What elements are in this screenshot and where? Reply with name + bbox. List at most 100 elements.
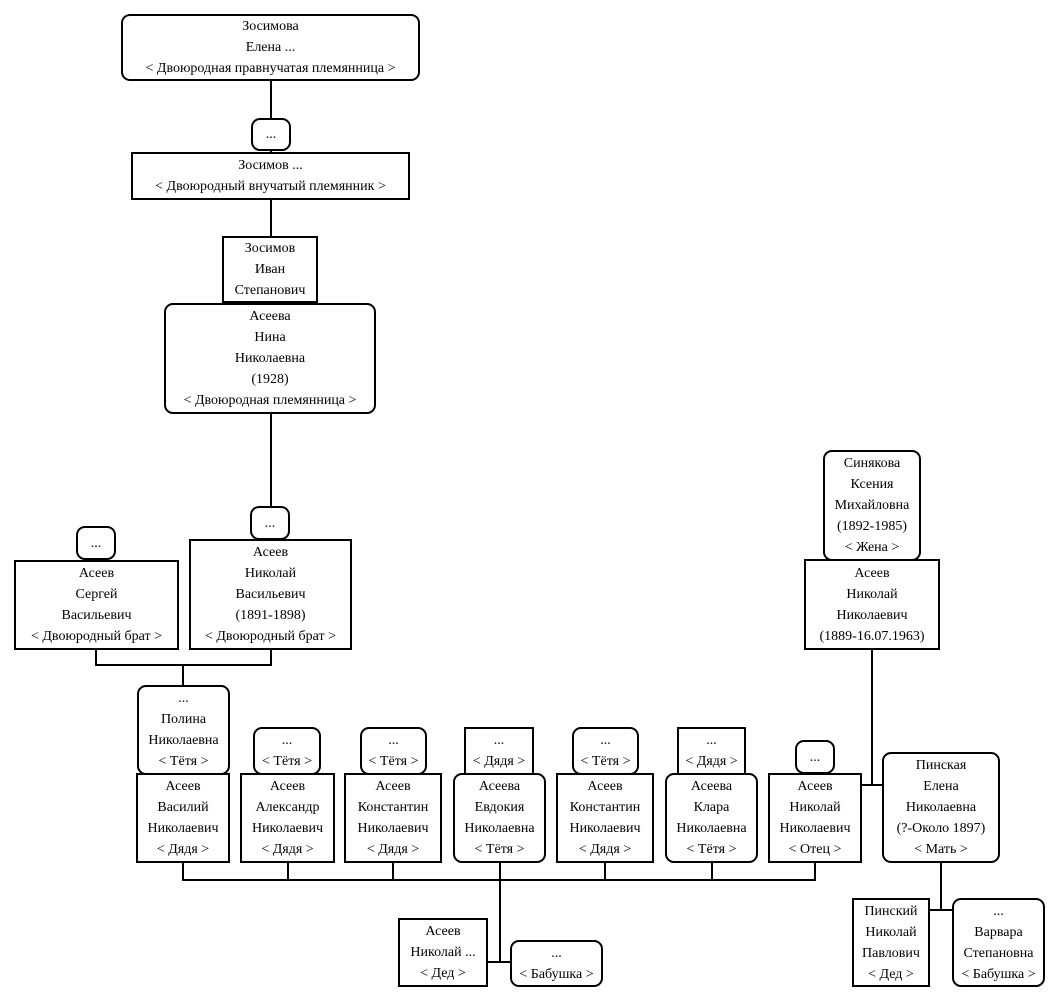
given-name: Константин	[357, 800, 429, 815]
patronymic: Николаевич	[357, 821, 429, 836]
person-spouse-klara: ... < Дядя >	[677, 727, 746, 775]
relation-label: < Двоюродная правнучатая племянница >	[145, 61, 396, 76]
life-years: (1892-1985)	[837, 519, 907, 534]
person-aseev-ded: Асеев Николай ... < Дед >	[398, 918, 488, 987]
relation-label: < Тётя >	[686, 842, 737, 857]
person-babushka-aseeva: ... < Бабушка >	[510, 940, 603, 987]
person-pinskaya-elena: Пинская Елена Николаевна (?-Около 1897) …	[882, 752, 1000, 863]
life-years: (1928)	[251, 372, 289, 387]
relation-label: < Мать >	[914, 842, 968, 857]
surname: Асеев	[269, 779, 306, 794]
surname: Зосимова	[242, 19, 299, 34]
person-spouse-konstantin-1: ... < Тётя >	[360, 727, 427, 775]
name-ellipsis: ...	[809, 749, 821, 765]
name-ellipsis: ...	[178, 691, 189, 706]
given-name: Александр	[255, 800, 320, 815]
person-aseev-konstantin-1: Асеев Константин Николаевич < Дядя >	[344, 773, 442, 863]
relation-label: < Бабушка >	[519, 966, 594, 982]
patronymic: Васильевич	[235, 587, 306, 602]
relation-label: < Тётя >	[262, 754, 312, 769]
given-name: Сергей	[75, 587, 118, 602]
person-aseev-konstantin-2: Асеев Константин Николаевич < Дядя >	[556, 773, 654, 863]
name: Зосимов ...	[238, 158, 303, 173]
given-name: Елена ...	[245, 40, 296, 55]
patronymic: Николаевна	[905, 800, 977, 815]
person-spouse-konstantin-2: ... < Тётя >	[572, 727, 639, 775]
person-aseev-sergey: Асеев Сергей Васильевич < Двоюродный бра…	[14, 560, 179, 650]
relation-label: < Дядя >	[578, 842, 632, 857]
person-babushka-varvara: ... Варвара Степановна < Бабушка >	[952, 898, 1045, 987]
relation-label: < Тётя >	[580, 754, 631, 769]
name-ellipsis: ...	[388, 733, 399, 748]
patronymic: Николаевич	[147, 821, 219, 836]
given-name: Николай	[789, 800, 841, 815]
given-name: Иван	[254, 262, 286, 277]
name-ellipsis: ...	[706, 733, 717, 748]
surname: Зосимов	[244, 241, 296, 256]
person-spouse-evdokiya: ... < Дядя >	[464, 727, 534, 775]
patronymic: Михайловна	[834, 498, 910, 513]
given-name: Николай	[244, 566, 297, 581]
person-unknown-nikolay-vas-parent: ...	[250, 506, 290, 540]
name-ellipsis: ...	[90, 535, 102, 551]
relation-label: < Дядя >	[261, 842, 314, 857]
person-aseeva-nina: Асеева Нина Николаевна (1928) < Двоюродн…	[164, 303, 376, 414]
life-years: (1891-1898)	[235, 608, 306, 623]
surname: Асеев	[252, 545, 289, 560]
patronymic: Николаевич	[836, 607, 908, 623]
given-name: Полина	[160, 712, 207, 727]
relation-label: < Дед >	[420, 966, 466, 981]
surname: Синякова	[843, 456, 901, 471]
person-sinyakova-kseniya: Синякова Ксения Михайловна (1892-1985) <…	[823, 450, 921, 561]
name-ellipsis: ...	[265, 127, 277, 142]
given-name: Нина	[254, 330, 286, 345]
surname: Пинский	[864, 903, 918, 919]
relation-label: < Двоюродная племянница >	[183, 393, 357, 408]
name-ellipsis: ...	[551, 945, 562, 961]
relation-label: < Дядя >	[472, 754, 526, 769]
person-aseev-otec: Асеев Николай Николаевич < Отец >	[768, 773, 862, 863]
name-ellipsis: ...	[600, 733, 611, 748]
patronymic: Николаевна	[464, 821, 535, 836]
person-zosimov-ivan: Зосимов Иван Степанович	[222, 236, 318, 303]
given-name: Ксения	[850, 477, 894, 492]
relation-label: < Бабушка >	[961, 966, 1036, 982]
given-name: Василий	[157, 800, 209, 815]
given-name: Елена	[923, 779, 959, 794]
life-years: (?-Около 1897)	[896, 821, 986, 836]
surname: Асеева	[478, 779, 521, 794]
person-aseev-nikolay-nikolaevich-root: Асеев Николай Николаевич (1889-16.07.196…	[804, 559, 940, 650]
surname: Асеев	[78, 566, 115, 581]
patronymic: Васильевич	[61, 608, 132, 623]
given-name: Варвара	[974, 924, 1023, 940]
person-spouse-otec: ...	[795, 740, 835, 774]
given-name: Евдокия	[474, 800, 525, 815]
surname: Асеев	[375, 779, 411, 794]
person-aseev-nikolay-vasilievich: Асеев Николай Васильевич (1891-1898) < Д…	[189, 539, 352, 650]
given-name: Николай ...	[410, 945, 476, 960]
patronymic: Николаевна	[234, 351, 306, 366]
person-pinskiy-ded: Пинский Николай Павлович < Дед >	[852, 898, 930, 987]
relation-label: < Дед >	[868, 966, 914, 982]
surname: Асеев	[165, 779, 201, 794]
person-zosimov: Зосимов ... < Двоюродный внучатый племян…	[131, 152, 410, 200]
patronymic: Николаевич	[569, 821, 641, 836]
person-unknown-sergey-parent: ...	[76, 526, 116, 560]
given-name: Николай	[865, 924, 917, 940]
patronymic: Степановна	[963, 945, 1034, 961]
name-ellipsis: ...	[281, 733, 293, 748]
surname: Асеев	[425, 924, 461, 939]
given-name: Николай	[846, 586, 898, 602]
relation-label: < Дядя >	[366, 842, 420, 857]
surname: Асеева	[249, 309, 291, 324]
relation-label: < Отец >	[788, 842, 842, 857]
patronymic: Николаевна	[148, 733, 219, 748]
name-ellipsis: ...	[493, 733, 505, 748]
relation-label: < Дядя >	[685, 754, 738, 769]
surname: Асеев	[854, 565, 890, 581]
relation-label: < Двоюродный брат >	[204, 629, 337, 644]
relation-label: < Тётя >	[474, 842, 525, 857]
given-name: Клара	[693, 800, 730, 815]
